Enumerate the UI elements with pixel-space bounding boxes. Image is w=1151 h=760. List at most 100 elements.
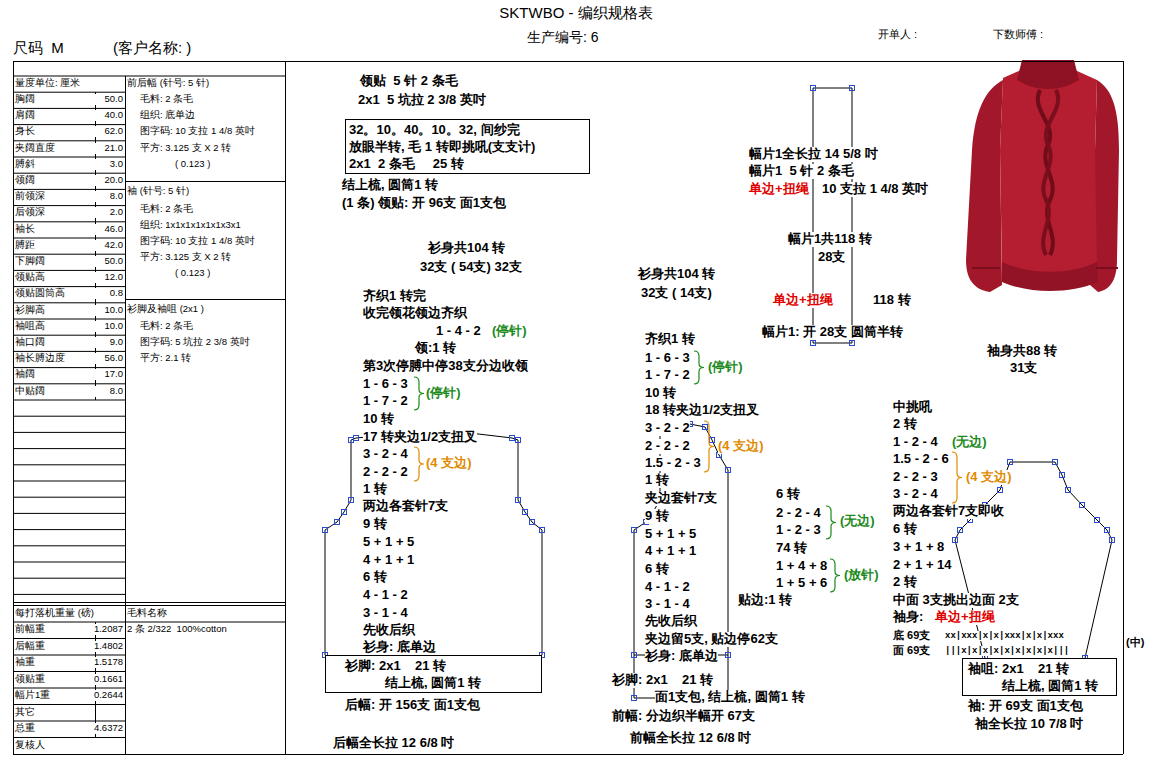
spec-note: 32支 ( 14支): [641, 286, 712, 301]
sleeve-outline: [955, 462, 1112, 658]
box-text: 2x1 2 条毛 25 转: [349, 155, 464, 172]
spec-note: 面 69支: [893, 644, 930, 657]
bracket: [414, 447, 424, 481]
spec-note: 中挑吼: [893, 400, 932, 415]
table-cell: 袖 (针号: 5 针): [127, 186, 189, 197]
table-cell: 组织: 底单边: [140, 110, 195, 121]
vertex-marker: [632, 528, 637, 533]
grid-line: [13, 205, 125, 206]
spec-note: (停针): [708, 360, 743, 375]
spec-note: 衫身: 底单边: [645, 649, 718, 664]
vertex-marker: [510, 436, 515, 441]
grid-line: [13, 173, 125, 174]
grid-line: [13, 594, 125, 595]
grid-line: [13, 655, 125, 656]
spec-note: 3 - 1 - 4: [645, 597, 690, 612]
spec-note: 贴边:1 转: [738, 593, 792, 608]
grid-line: [13, 238, 125, 239]
table-cell: 膊斜: [15, 159, 35, 170]
vertex-marker: [1110, 538, 1115, 543]
table-cell: 46.0: [93, 224, 123, 235]
spec-note: 幅片1 5 针 2 条毛: [749, 164, 854, 179]
table-cell: 总重: [15, 723, 35, 734]
grid-line: [13, 189, 125, 190]
spec-note: 1 - 2 - 3: [776, 523, 821, 538]
grid-line: [13, 335, 125, 336]
spec-note: 衫身共104 转: [428, 241, 505, 256]
table-cell: 0.8: [93, 288, 123, 299]
table-cell: 量度单位: 厘米: [15, 78, 80, 89]
spec-note: 6 转: [363, 570, 387, 585]
spec-note: 1 - 6 - 3: [363, 377, 408, 392]
spec-note: (4 支边): [718, 439, 764, 454]
grid-line: [125, 76, 126, 754]
table-cell: 袖重: [15, 657, 35, 668]
spec-note: 118 转: [873, 293, 911, 308]
vertex-marker: [632, 653, 637, 658]
spec-note: 32支 ( 54支) 32支: [420, 260, 522, 275]
bracket: [704, 421, 714, 472]
spec-note: 1 转: [363, 482, 387, 497]
spec-note: (4 支边): [426, 456, 472, 471]
spec-note: 夹边套针7支: [645, 491, 717, 506]
table-cell: 膊距: [15, 240, 35, 251]
table-cell: 62.0: [93, 126, 123, 137]
spec-note: 袖身:: [893, 610, 923, 625]
spec-note: 6 转: [893, 522, 917, 537]
table-cell: 毛料: 2 条毛: [140, 94, 193, 105]
vertex-marker: [530, 520, 535, 525]
spec-note: 幅片1全长拉 14 5/8 吋: [749, 147, 878, 162]
spec-note: 10 支拉 1 4/8 英吋: [822, 182, 928, 197]
table-cell: 其它: [15, 707, 35, 718]
box-text: 放眼半转, 毛 1 转即挑吼(支支计): [349, 138, 535, 155]
spec-note: 3 - 2 - 4: [893, 487, 938, 502]
hem-rib: [1002, 262, 1098, 291]
cable: [1043, 90, 1058, 255]
table-cell: 后领深: [15, 207, 45, 218]
vertex-marker: [1066, 488, 1071, 493]
spec-note: 单边+扭绳: [773, 293, 833, 308]
spec-note: 9 转: [645, 509, 669, 524]
spec-note: 5 + 1 + 5: [645, 527, 696, 542]
sheet-title: SKTWBO - 编织规格表: [499, 4, 652, 21]
spec-note: 2 - 2 - 2: [363, 465, 408, 480]
vertex-marker: [726, 653, 731, 658]
spec-note: 3 - 1 - 4: [363, 606, 408, 621]
box-text: 衫脚: 2x1 21 转: [345, 657, 446, 674]
cuff-box: 袖咀: 2x1 21 转结上梳, 圆筒1 转: [962, 658, 1117, 696]
table-cell: 50.0: [93, 256, 123, 267]
back-panel-outline: [325, 433, 542, 655]
grid-line: [13, 545, 125, 546]
vertex-marker: [516, 438, 521, 443]
grid-line: [13, 124, 125, 125]
spec-note: 前幅全长拉 12 6/8 吋: [630, 731, 751, 746]
vertex-marker: [349, 498, 354, 503]
vertex-marker: [958, 528, 963, 533]
table-cell: 毛料: 2 条毛: [140, 204, 193, 215]
spec-note: 1 + 5 + 6: [776, 576, 827, 591]
sweater-body: [1000, 66, 1097, 279]
bracket: [826, 506, 836, 539]
spec-note: 1 - 7 - 2: [363, 394, 408, 409]
spec-note: 后幅: 开 156支 面1支包: [345, 698, 480, 713]
table-cell: 衫脚及袖咀 (2x1 ): [127, 304, 204, 315]
collar: [1017, 60, 1079, 89]
vertex-marker: [726, 468, 731, 473]
sheet-lines: [13, 61, 1124, 755]
grid-line: [13, 302, 125, 303]
vertex-marker: [1095, 518, 1100, 523]
spec-note: 1 - 7 - 2: [645, 368, 690, 383]
spec-note: 领贴 5 针 2 条毛: [360, 74, 458, 89]
table-cell: 平方: 3.125 支 X 2 转: [140, 143, 231, 154]
spec-note: 4 + 1 + 1: [363, 553, 414, 568]
frame-line: [13, 61, 14, 754]
table-cell: 毛料: 2 条毛: [140, 321, 193, 332]
frame-line: [285, 61, 286, 754]
spec-note: 1 - 4 - 2: [436, 324, 481, 339]
spec-note: 两边各套针7支: [363, 499, 448, 514]
spec-note: 18 转夹边1/2支扭叉: [645, 403, 759, 418]
grid-line: [13, 622, 125, 623]
spec-note: 开单人 :: [878, 28, 917, 41]
spec-note: 4 + 1 + 1: [645, 544, 696, 559]
vertex-marker: [703, 425, 708, 430]
